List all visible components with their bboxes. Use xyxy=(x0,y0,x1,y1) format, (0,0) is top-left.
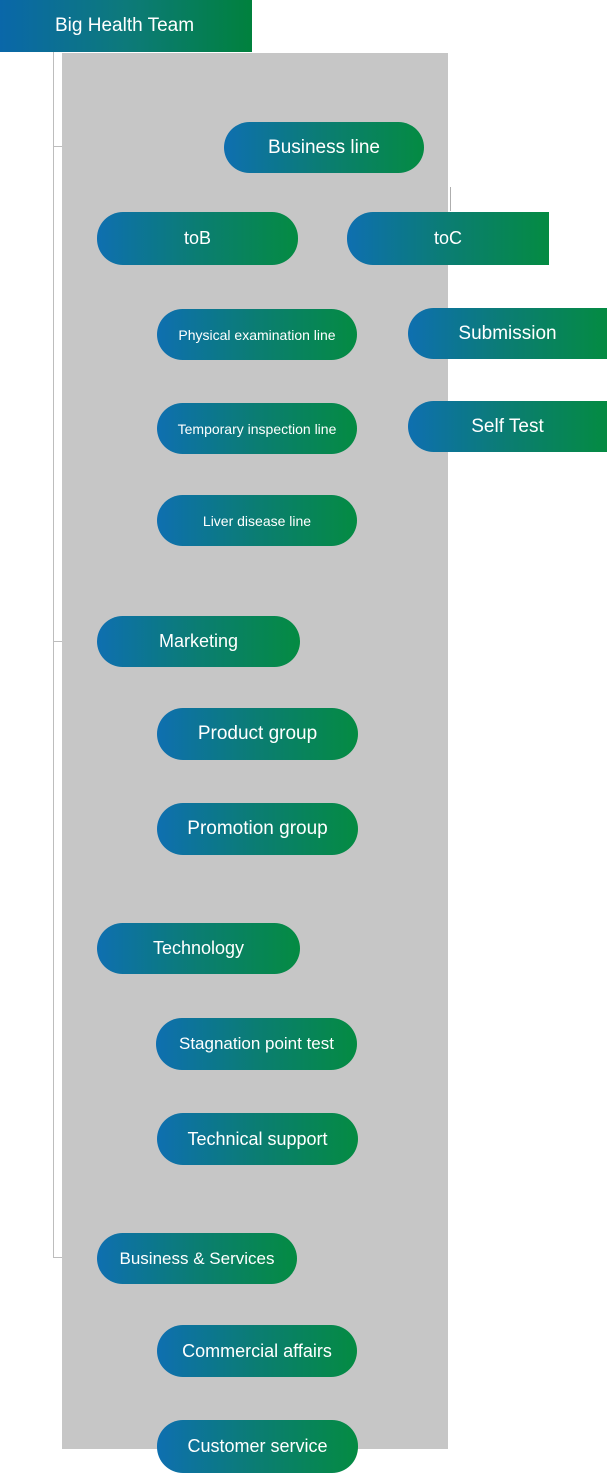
connector-trunk-line xyxy=(53,52,54,1257)
org-node-label: Business & Services xyxy=(119,1248,275,1268)
org-node-label: Commercial affairs xyxy=(182,1340,332,1361)
org-node-label: Submission xyxy=(458,322,557,344)
connector-tick-business-services xyxy=(53,1257,62,1258)
org-node-label: Product group xyxy=(197,723,318,744)
org-node-stagnation-point-test: Stagnation point test xyxy=(156,1018,357,1070)
org-node-label: Marketing xyxy=(158,631,239,651)
org-node-temporary-inspection-line: Temporary inspection line xyxy=(157,403,357,454)
org-node-marketing: Marketing xyxy=(97,616,300,667)
connector-toc-line xyxy=(450,187,451,211)
org-node-label: Promotion group xyxy=(187,818,328,839)
org-node-label: Technology xyxy=(152,938,245,958)
org-node-label: Business line xyxy=(268,136,380,158)
page-title: Big Health Team xyxy=(0,0,252,52)
org-node-label: toC xyxy=(433,228,462,248)
org-node-label: Temporary inspection line xyxy=(177,420,337,437)
org-node-submission: Submission xyxy=(408,308,607,359)
org-node-business-and-services: Business & Services xyxy=(97,1233,297,1284)
org-node-technical-support: Technical support xyxy=(157,1113,358,1165)
org-node-commercial-affairs: Commercial affairs xyxy=(157,1325,357,1377)
org-node-self-test: Self Test xyxy=(408,401,607,452)
org-node-tob: toB xyxy=(97,212,298,265)
org-node-business-line: Business line xyxy=(224,122,424,173)
org-node-label: Self Test xyxy=(471,415,544,437)
org-node-label: Customer service xyxy=(187,1436,328,1456)
org-node-label: Physical examination line xyxy=(178,326,336,343)
connector-tick-marketing xyxy=(53,641,62,642)
org-node-toc: toC xyxy=(347,212,549,265)
org-node-customer-service: Customer service xyxy=(157,1420,358,1473)
org-node-technology: Technology xyxy=(97,923,300,974)
org-node-promotion-group: Promotion group xyxy=(157,803,358,855)
org-node-label: Stagnation point test xyxy=(178,1034,334,1053)
page-title-label: Big Health Team xyxy=(55,15,195,36)
org-node-product-group: Product group xyxy=(157,708,358,760)
org-node-label: Liver disease line xyxy=(202,512,312,529)
org-node-label: toB xyxy=(183,228,212,248)
org-node-physical-examination-line: Physical examination line xyxy=(157,309,357,360)
org-node-label: Technical support xyxy=(187,1128,328,1149)
connector-tick-business-line xyxy=(53,146,62,147)
org-node-liver-disease-line: Liver disease line xyxy=(157,495,357,546)
